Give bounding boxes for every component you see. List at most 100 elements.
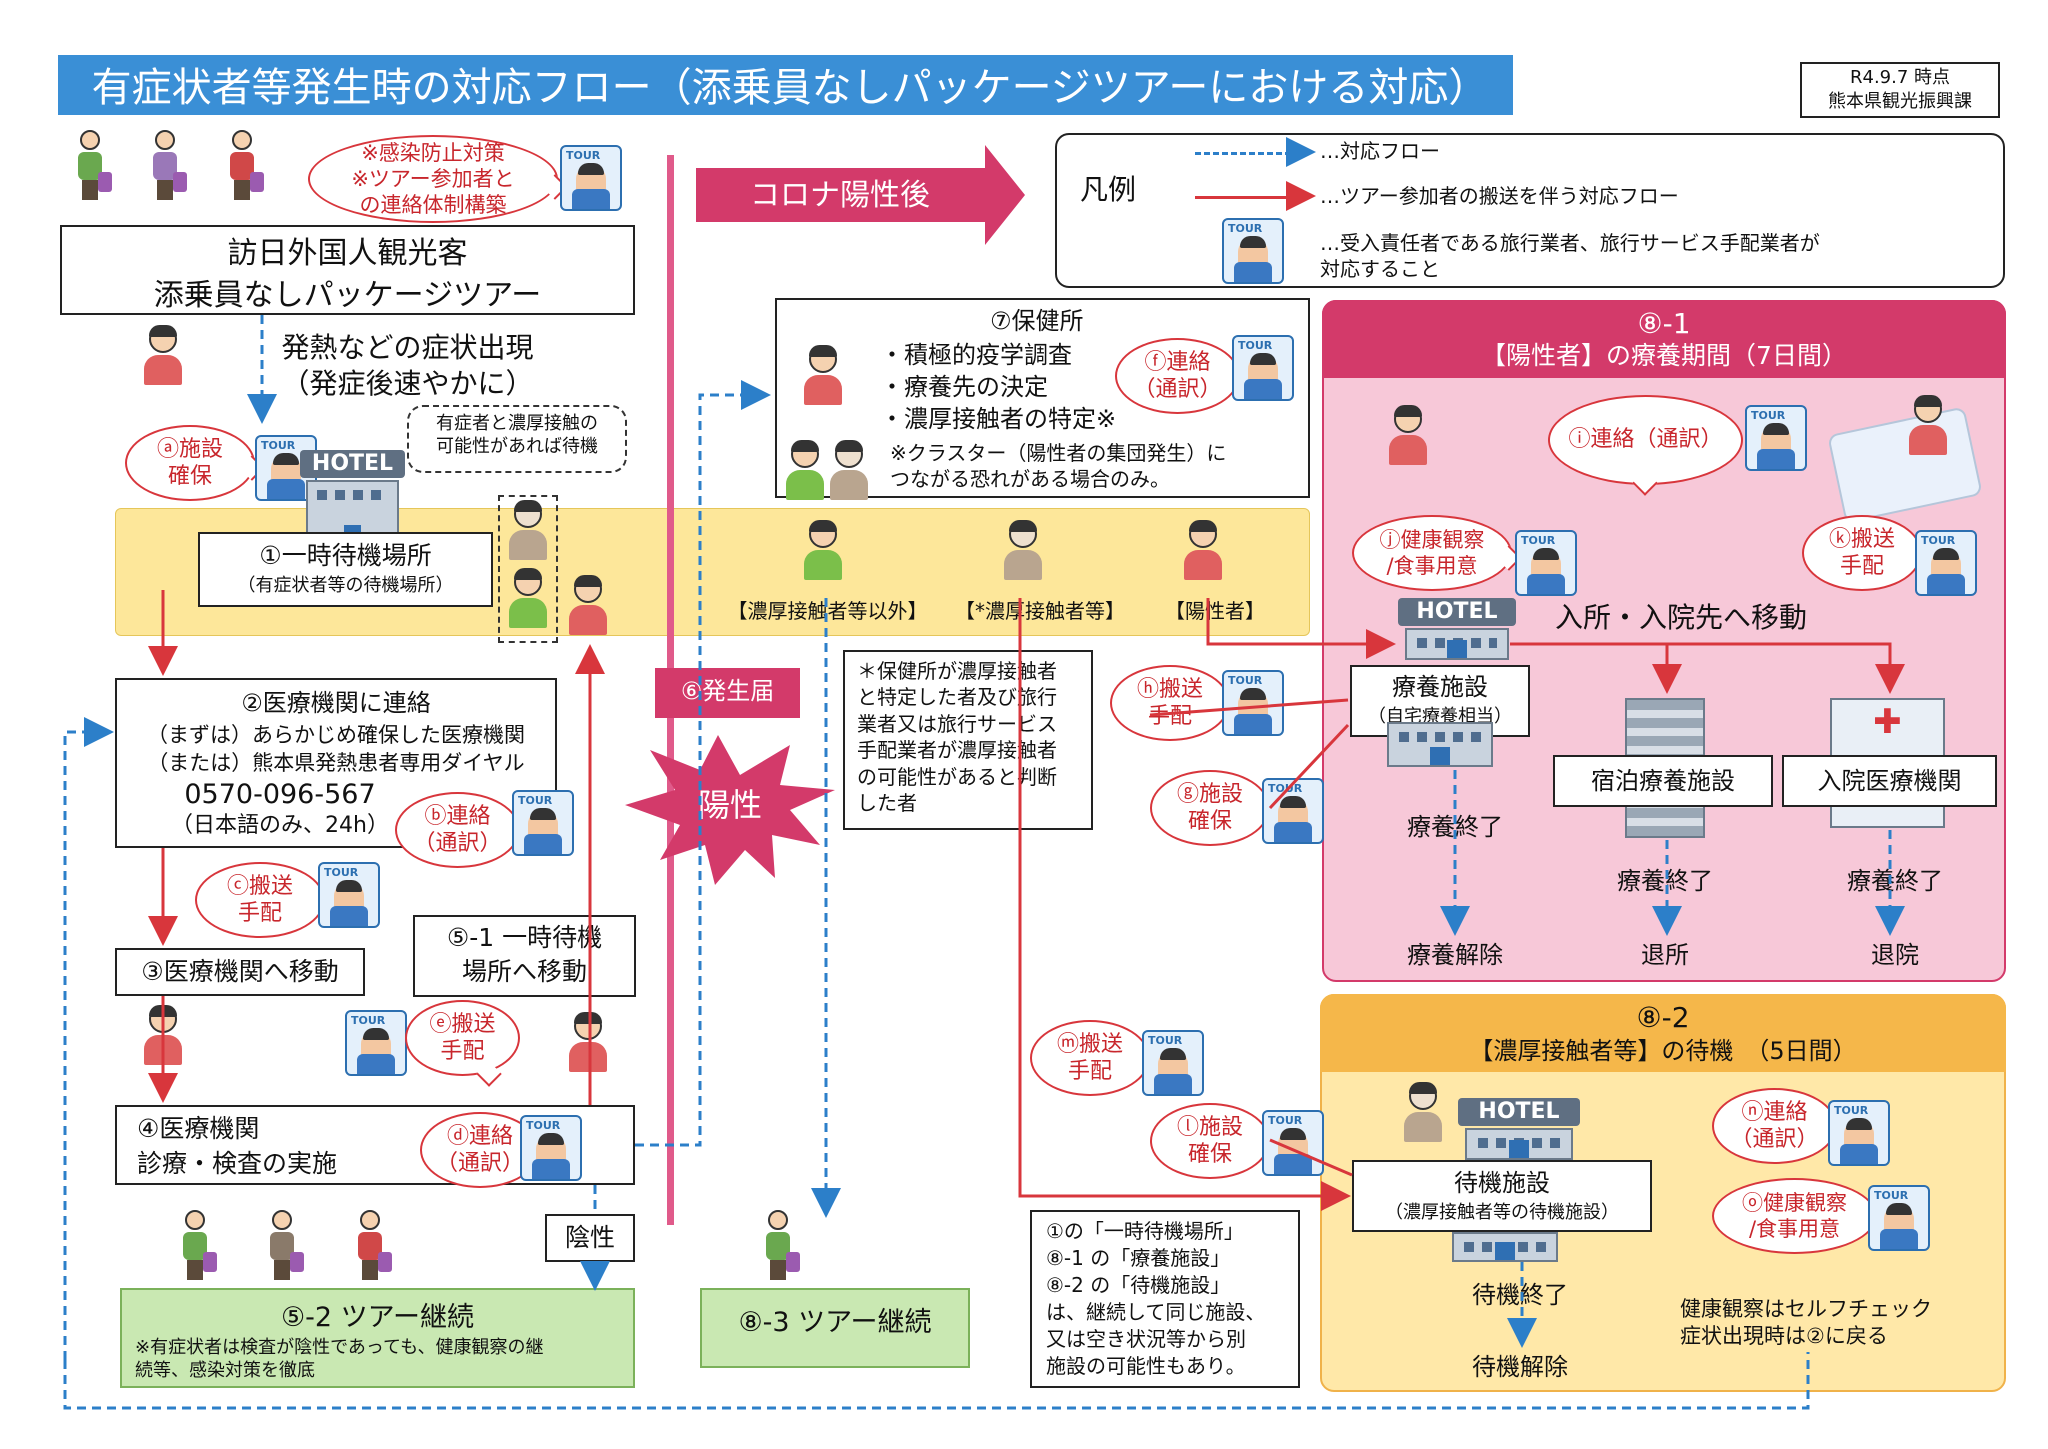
tour-icon-l: TOUR: [1262, 1110, 1324, 1176]
traveler-icon-6: [350, 1210, 392, 1280]
release-1: 療養解除: [1407, 941, 1503, 969]
treatment-facility-sub: （自宅療養相当）: [1368, 706, 1512, 727]
hotel-icon-2: HOTEL: [1398, 598, 1516, 660]
self-check-note: 健康観察はセルフチェック 症状出現時は②に戻る: [1680, 1297, 1932, 1349]
step81-move: 入所・入院先へ移動: [1555, 601, 1808, 634]
step6-box: [655, 668, 800, 718]
step6-label: ⑥発生届: [680, 677, 775, 705]
close-contact-icon: [1000, 520, 1046, 580]
non-contact-icon: [800, 520, 846, 580]
traveler-icon-5: [262, 1210, 304, 1280]
sick-person-icon-4: [565, 1012, 611, 1072]
hospital-cross-icon: ✚: [1873, 702, 1902, 742]
bubble-j: ⓙ健康観察 /食事用意: [1352, 515, 1512, 591]
bubble-i: ⓘ連絡（通訳）: [1548, 395, 1743, 485]
contact-person-icon: [505, 568, 551, 628]
end-2: 療養終了: [1617, 867, 1713, 895]
step81-num: ⑧-1: [1637, 307, 1691, 340]
header-bar: [58, 55, 1513, 115]
tour-icon-b: TOUR: [512, 790, 574, 856]
dept-label: 熊本県観光振興課: [1828, 91, 1972, 112]
step1-title: ①一時待機場所: [259, 541, 432, 570]
hotel-facility-box: 宿泊療養施設: [1553, 755, 1773, 807]
date-box: [1800, 62, 2000, 118]
step7-title: ⑦保健所: [990, 307, 1084, 335]
waiting-facility-box: [1352, 1160, 1652, 1232]
step2-line1: （まずは）あらかじめ確保した医療機関: [147, 723, 525, 747]
contact-group-box: [498, 495, 558, 643]
step2-note: （日本語のみ、24h）: [171, 813, 389, 838]
legend-tour-text: …受入責任者である旅行業者、旅行サービス手配業者が 対応すること: [1320, 231, 1820, 281]
asterisk-note-box: ＊保健所が濃厚接触者 と特定した者及び旅行 業者又は旅行サービス 手配業者が濃厚…: [843, 650, 1093, 830]
positive-person-icon: [1180, 520, 1226, 580]
negative-box: 陰性: [545, 1214, 635, 1262]
category-positive: 【陽性者】: [1165, 599, 1265, 623]
tourist-box: 訪日外国人観光客 添乗員なしパッケージツアー: [60, 225, 635, 315]
tour-icon-top: TOUR: [560, 145, 622, 211]
bubble-infection-control: ※感染防止対策 ※ツアー参加者と の連絡体制構築: [308, 135, 558, 223]
facility-building-1: [1380, 722, 1500, 767]
waiting-facility-sub: （濃厚接触者等の待機施設）: [1385, 1202, 1619, 1223]
tour-icon-n: TOUR: [1828, 1100, 1890, 1166]
hotel-icon-3: HOTEL: [1458, 1098, 1580, 1160]
waiting-release: 待機解除: [1472, 1353, 1568, 1381]
corona-arrow-label: コロナ陽性後: [750, 178, 930, 213]
legend-red-line: [1195, 196, 1300, 199]
legend-tour-icon: TOUR: [1222, 218, 1284, 284]
legend-title: 凡例: [1080, 173, 1137, 206]
tour-icon-e: TOUR: [345, 1010, 407, 1076]
traveler-icon-3: [222, 130, 264, 200]
bubble-m: ⓜ搬送 手配: [1030, 1020, 1150, 1096]
tour-icon-j: TOUR: [1515, 530, 1577, 596]
step7-note: ※クラスター（陽性者の集団発生）に つながる恐れがある場合のみ。: [890, 441, 1227, 491]
step7-item-1: ・積極的疫学調査: [880, 341, 1072, 369]
contact-area-header: [1320, 994, 2006, 1072]
step3-box: ③医療機関へ移動: [115, 948, 365, 996]
step2-line2: （または）熊本県発熱患者専用ダイヤル: [147, 751, 525, 775]
step1-box: [198, 532, 493, 607]
treatment-facility: 療養施設: [1392, 673, 1488, 701]
bubble-e: ⓔ搬送 手配: [405, 1000, 520, 1076]
page-title: 有症状者等発生時の対応フロー（添乗員なしパッケージツアーにおける対応）: [91, 65, 1489, 111]
positive-area-header: [1322, 300, 2006, 378]
step83-title: ⑧-3 ツアー継続: [738, 1307, 932, 1338]
step2-phone: 0570-096-567: [184, 779, 376, 810]
date-label: R4.9.7 時点: [1849, 67, 1951, 88]
bubble-l: ⓛ施設 確保: [1150, 1103, 1270, 1179]
step81-title: 【陽性者】の療養期間（7日間）: [1481, 341, 1847, 370]
symptom-text: 発熱などの症状出現 （発症後速やかに）: [281, 331, 534, 401]
step52-title: ⑤-2 ツアー継続: [280, 1302, 475, 1333]
masked-elderly-icon: [1400, 1082, 1446, 1142]
bubble-a: ⓐ施設 確保: [125, 425, 255, 501]
facility-building-2: [1445, 1232, 1565, 1262]
contact-note: 有症者と濃厚接触の 可能性があれば待機: [436, 413, 598, 458]
tour-continue-area-1: [120, 1288, 635, 1388]
discharge-1: 退所: [1641, 941, 1689, 969]
sick-person-icon-1: [140, 325, 186, 385]
tour-icon-f: TOUR: [1232, 335, 1294, 401]
patient-icon-1: [1385, 405, 1431, 465]
end-3: 療養終了: [1847, 867, 1943, 895]
step82-title: 【濃厚接触者等】の待機 （5日間）: [1469, 1037, 1857, 1065]
category-close-contact: 【*濃厚接触者等】: [955, 599, 1125, 623]
bubble-n: ⓝ連絡 （通訳）: [1712, 1088, 1837, 1164]
legend-box: [1055, 133, 2005, 288]
hospital-box: 入院医療機関: [1782, 755, 1997, 807]
bubble-g: ⓖ施設 確保: [1150, 770, 1270, 846]
traveler-icon-2: [145, 130, 187, 200]
waiting-end: 待機終了: [1472, 1281, 1568, 1309]
waiting-facility: 待機施設: [1454, 1169, 1550, 1197]
step7-item-3: ・濃厚接触者の特定※: [880, 405, 1117, 433]
tour-icon-i: TOUR: [1745, 405, 1807, 471]
tour-icon-k: TOUR: [1915, 530, 1977, 596]
facility-note-box: ①の「一時待機場所」 ⑧-1 の「療養施設」 ⑧-2 の「待機施設」 は、継続し…: [1030, 1210, 1300, 1388]
step82-num: ⑧-2: [1636, 1001, 1690, 1034]
tour-continue-area-2: [700, 1288, 970, 1368]
tour-icon-h: TOUR: [1222, 670, 1284, 736]
discharge-2: 退院: [1871, 941, 1919, 969]
elderly-icon: [505, 500, 551, 560]
positive-label: 陽性: [697, 786, 762, 824]
step51-box: ⑤-1 一時待機 場所へ移動: [413, 915, 636, 997]
